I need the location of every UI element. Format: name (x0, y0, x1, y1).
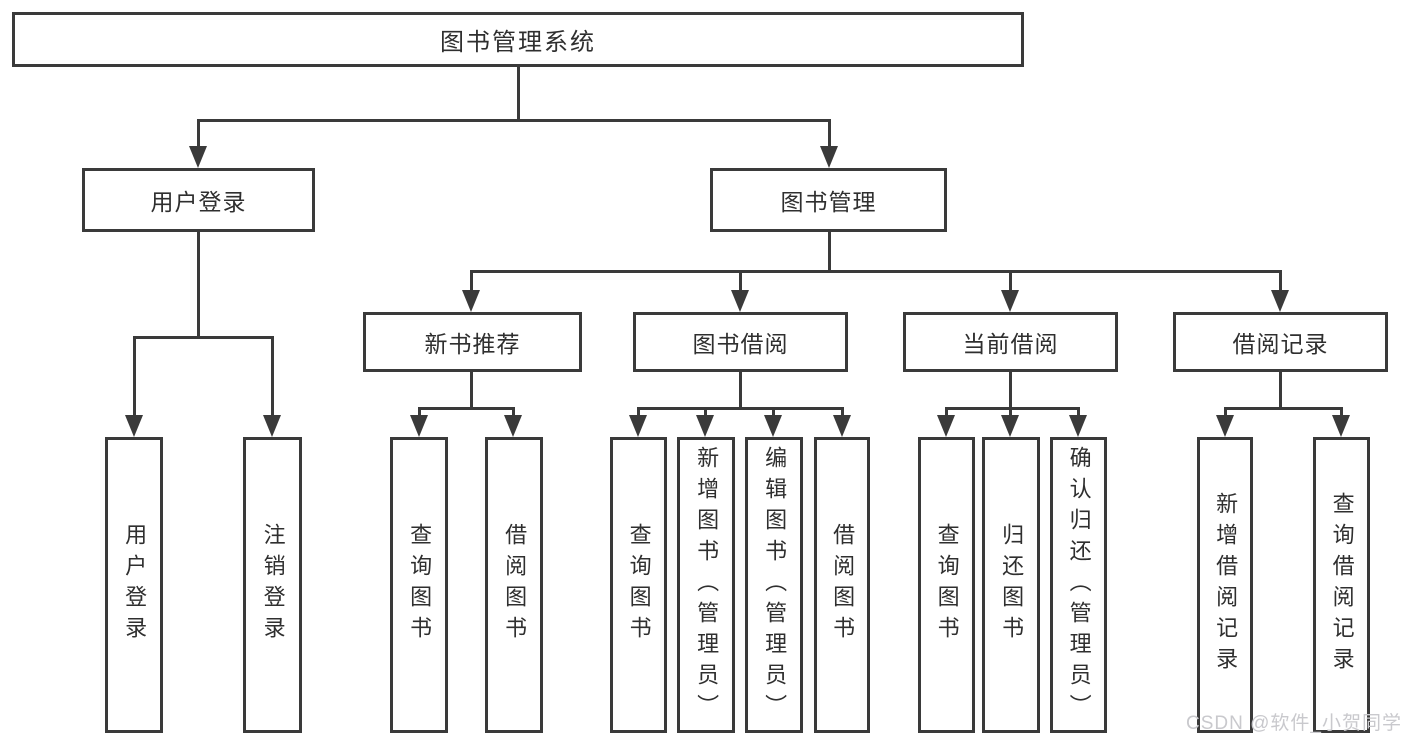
arrow-d3 (1069, 415, 1087, 437)
leaf-query-books-recommend-label: 查询图书 (407, 523, 433, 647)
leaf-borrow-books-label: 借阅图书 (830, 523, 856, 647)
connector-records-stem (1279, 372, 1282, 410)
leaf-return-books: 归还图书 (982, 437, 1040, 733)
leaf-logout: 注销登录 (243, 437, 302, 733)
connector-level3-rail (470, 270, 1282, 273)
node-book-borrowing: 图书借阅 (633, 312, 848, 372)
connector-drop-records (1279, 270, 1282, 295)
arrow-user-login (189, 146, 207, 168)
leaf-query-borrow-record: 查询借阅记录 (1313, 437, 1370, 733)
connector-book-mgmt-stem (828, 232, 831, 273)
node-book-borrowing-label: 图书借阅 (692, 331, 789, 357)
arrow-c4 (833, 415, 851, 437)
connector-drop-leaf-user-login (133, 336, 136, 420)
node-borrow-records: 借阅记录 (1173, 312, 1388, 372)
connector-drop-d2 (1009, 407, 1012, 419)
connector-drop-leaf-logout (271, 336, 274, 420)
connector-drop-c3 (772, 407, 775, 419)
arrow-records (1271, 290, 1289, 312)
connector-user-login-rail (133, 336, 273, 339)
node-book-management: 图书管理 (710, 168, 947, 232)
connector-drop-recommend (470, 270, 473, 295)
node-new-book-recommend: 新书推荐 (363, 312, 582, 372)
connector-drop-b1 (418, 407, 421, 419)
arrow-borrowing (731, 290, 749, 312)
connector-drop-book-mgmt (828, 119, 831, 152)
leaf-return-books-label: 归还图书 (999, 523, 1025, 647)
connector-root-stem (517, 66, 520, 122)
arrow-leaf-user-login (125, 415, 143, 437)
connector-drop-e1 (1224, 407, 1227, 419)
leaf-query-books-borrowing-label: 查询图书 (626, 523, 652, 647)
arrow-b2 (504, 415, 522, 437)
leaf-query-books-recommend: 查询图书 (390, 437, 448, 733)
arrow-book-mgmt (820, 146, 838, 168)
connector-drop-b2 (512, 407, 515, 419)
connector-current-rail (945, 407, 1079, 410)
node-borrow-records-label: 借阅记录 (1232, 331, 1329, 357)
leaf-edit-books-admin: 编辑图书（管理员） (745, 437, 803, 733)
leaf-edit-books-admin-label: 编辑图书（管理员） (762, 445, 788, 725)
connector-drop-current (1009, 270, 1012, 295)
arrow-c3 (764, 415, 782, 437)
leaf-query-books-current: 查询图书 (918, 437, 975, 733)
leaf-user-login-label: 用户登录 (122, 523, 148, 647)
leaf-borrow-books-recommend: 借阅图书 (485, 437, 543, 733)
leaf-borrow-books-recommend-label: 借阅图书 (502, 523, 528, 647)
connector-root-rail (197, 119, 830, 122)
arrow-c1 (629, 415, 647, 437)
connector-borrowing-rail (637, 407, 844, 410)
connector-drop-borrowing (739, 270, 742, 295)
connector-drop-c1 (637, 407, 640, 419)
leaf-confirm-return-admin-label: 确认归还（管理员） (1066, 445, 1092, 725)
arrow-d1 (937, 415, 955, 437)
leaf-add-books-admin-label: 新增图书（管理员） (694, 445, 720, 725)
connector-borrowing-stem (739, 372, 742, 410)
connector-current-stem (1009, 372, 1012, 410)
connector-drop-c2 (704, 407, 707, 419)
watermark: CSDN @软件_小贺同学 (1186, 713, 1402, 734)
leaf-user-login: 用户登录 (105, 437, 163, 733)
node-user-login: 用户登录 (82, 168, 315, 232)
leaf-confirm-return-admin: 确认归还（管理员） (1050, 437, 1107, 733)
node-new-book-recommend-label: 新书推荐 (424, 331, 521, 357)
node-book-management-label: 图书管理 (780, 189, 877, 215)
connector-recommend-stem (470, 372, 473, 410)
node-current-borrowing: 当前借阅 (903, 312, 1118, 372)
connector-drop-d3 (1077, 407, 1080, 419)
arrow-b1 (410, 415, 428, 437)
arrow-e2 (1332, 415, 1350, 437)
connector-recommend-rail (418, 407, 515, 410)
node-user-login-label: 用户登录 (150, 189, 247, 215)
connector-drop-user-login (197, 119, 200, 152)
leaf-logout-label: 注销登录 (260, 523, 286, 647)
node-root-label: 图书管理系统 (440, 29, 596, 56)
arrow-e1 (1216, 415, 1234, 437)
leaf-add-books-admin: 新增图书（管理员） (677, 437, 735, 733)
arrow-leaf-logout (263, 415, 281, 437)
leaf-add-borrow-record-label: 新增借阅记录 (1213, 492, 1239, 678)
leaf-query-books-current-label: 查询图书 (934, 523, 960, 647)
leaf-add-borrow-record: 新增借阅记录 (1197, 437, 1253, 733)
connector-drop-c4 (841, 407, 844, 419)
arrow-recommend (462, 290, 480, 312)
node-current-borrowing-label: 当前借阅 (962, 331, 1059, 357)
leaf-query-borrow-record-label: 查询借阅记录 (1329, 492, 1355, 678)
connector-records-rail (1224, 407, 1343, 410)
connector-drop-e2 (1340, 407, 1343, 419)
leaf-borrow-books: 借阅图书 (814, 437, 870, 733)
arrow-current (1001, 290, 1019, 312)
arrow-c2 (696, 415, 714, 437)
arrow-d2 (1001, 415, 1019, 437)
leaf-query-books-borrowing: 查询图书 (610, 437, 667, 733)
connector-user-login-stem (197, 232, 200, 339)
connector-drop-d1 (945, 407, 948, 419)
node-root: 图书管理系统 (12, 12, 1024, 67)
